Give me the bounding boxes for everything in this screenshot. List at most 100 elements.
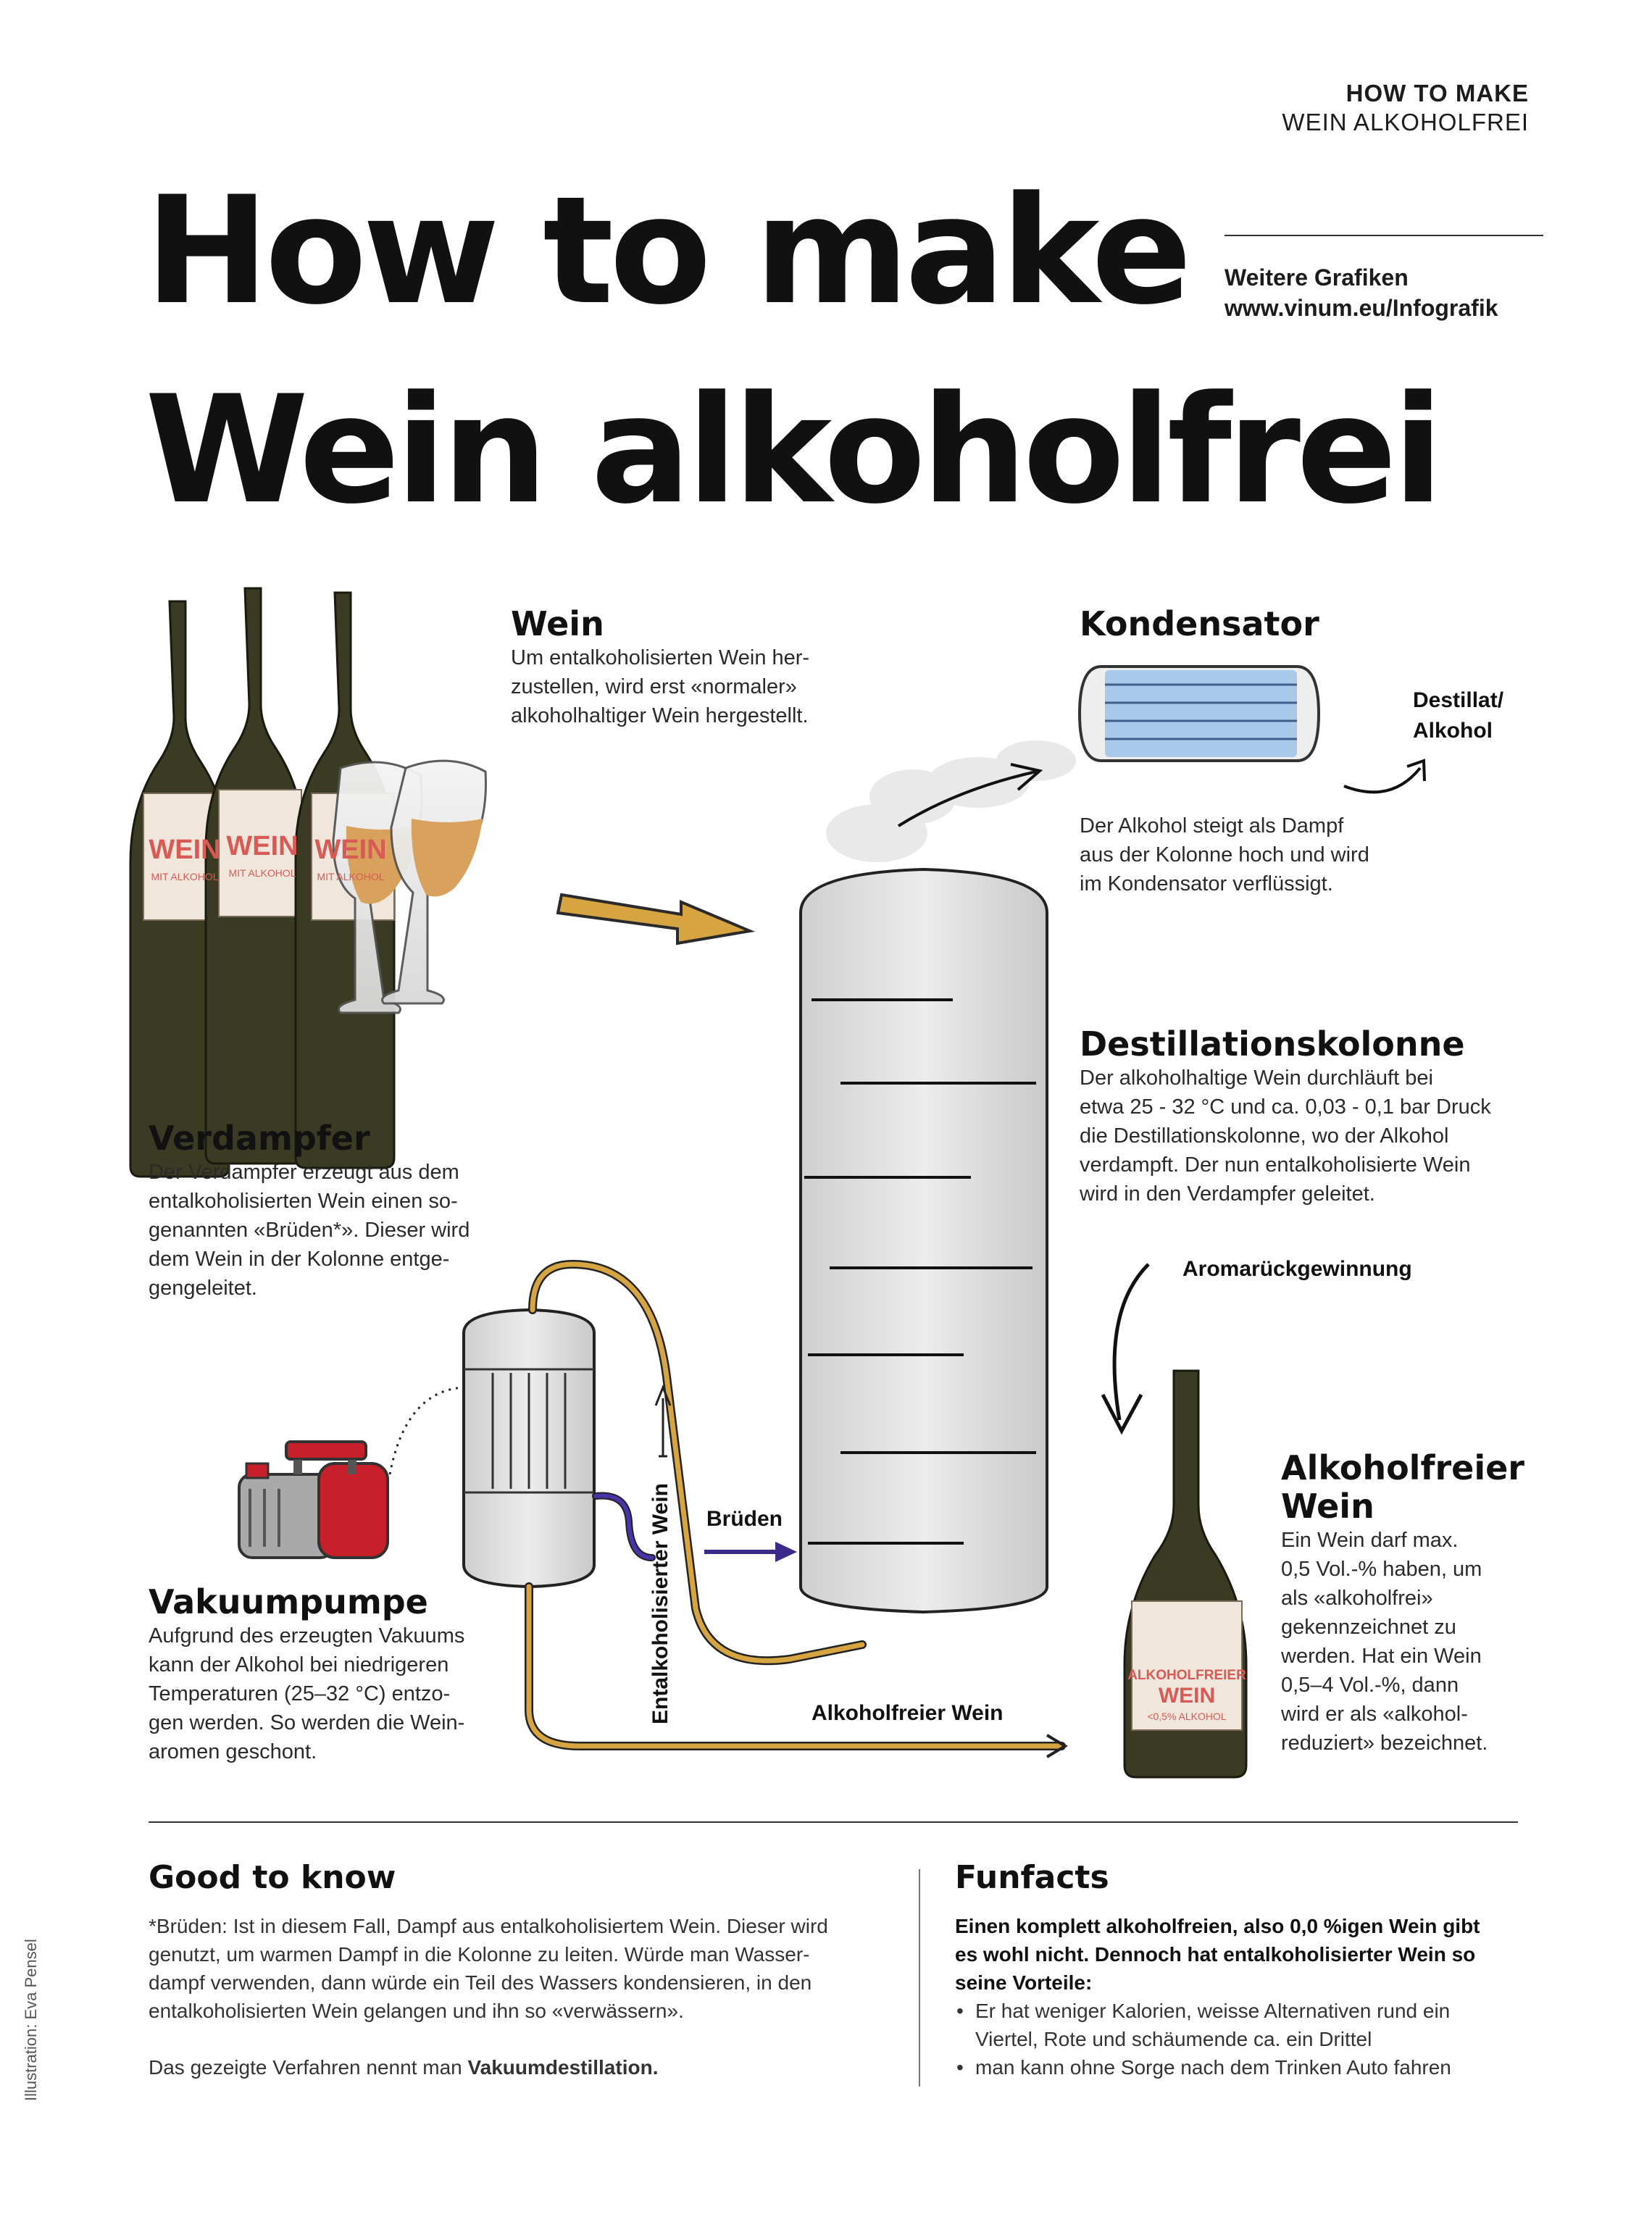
kicker-line-1: HOW TO MAKE: [1346, 80, 1529, 107]
alkoholfreier-line-1: Ein Wein darf max.: [1281, 1528, 1459, 1552]
illustration-credit: Illustration: Eva Pensel: [22, 1939, 40, 2101]
funfacts-section: Funfacts Einen komplett alkoholfreien, a…: [955, 1859, 1535, 2081]
bottle-3-sublabel: MIT ALKOHOL: [317, 871, 384, 882]
distillate-label-line-1: Destillat/: [1413, 688, 1504, 712]
page-title-line-2: Wein alkoholfrei: [145, 364, 1443, 537]
bottle-1-label: WEIN: [149, 835, 220, 865]
vakuumpumpe-heading: Vakuumpumpe: [149, 1582, 428, 1621]
vakuumpumpe-line-3: Temperaturen (25–32 °C) entzo-: [149, 1682, 451, 1705]
bottle-2-sublabel: MIT ALKOHOL: [228, 867, 296, 879]
aroma-recovery-arrow: [1112, 1263, 1150, 1421]
kondensator-line-2: aus der Kolonne hoch und wird: [1080, 843, 1369, 866]
wein-heading: Wein: [511, 604, 604, 643]
kolonne-line-5: wird in den Verdampfer geleitet.: [1080, 1182, 1375, 1206]
closing-bold: Vakuumdestillation.: [467, 2056, 659, 2079]
kolonne-line-3: die Destillationskolonne, wo der Alkohol: [1080, 1124, 1449, 1148]
wein-line-3: alkoholhaltiger Wein hergestellt.: [511, 703, 809, 727]
alkoholfreier-wein-section: Alkoholfreier Wein Ein Wein darf max. 0,…: [1281, 1449, 1556, 1758]
condenser: [1077, 665, 1321, 762]
alcohol-free-output-label: Alkoholfreier Wein: [812, 1701, 1004, 1725]
wine-bottle-2: [204, 587, 306, 1165]
kondensator-text: Der Alkohol steigt als Dampf aus der Kol…: [1080, 811, 1442, 898]
evaporator: [462, 1308, 596, 1589]
alkoholfreier-line-8: reduziert» bezeichnet.: [1281, 1731, 1488, 1755]
kolonne-line-4: verdampft. Der nun entalkoholisierte Wei…: [1080, 1153, 1471, 1177]
vacuum-pump: [238, 1440, 389, 1559]
alcohol-free-bottle-sublabel: <0,5% ALKOHOL: [1147, 1711, 1227, 1722]
bottle-2-label: WEIN: [226, 831, 298, 861]
bruden-label: Brüden: [706, 1507, 783, 1531]
alkoholfreier-line-7: wird er als «alkohol-: [1281, 1702, 1468, 1726]
funfacts-bold-2: es wohl nicht. Dennoch hat entalkoholisi…: [955, 1943, 1476, 1966]
verdampfer-line-5: gengeleitet.: [149, 1276, 257, 1300]
vakuumpumpe-line-4: gen werden. So werden die Wein-: [149, 1711, 465, 1734]
verdampfer-line-4: dem Wein in der Kolonne entge-: [149, 1247, 450, 1271]
pump-connection: [388, 1386, 464, 1475]
alcohol-free-bottle-label-2: WEIN: [1159, 1684, 1215, 1708]
alkoholfreier-line-4: gekennzeichnet zu: [1281, 1615, 1456, 1639]
kondensator-section: Kondensator: [1080, 605, 1442, 643]
good-to-know-line-4: entalkoholisierten Wein gelangen und ihn…: [149, 2000, 684, 2022]
more-graphics-label: Weitere Grafiken: [1225, 264, 1409, 291]
good-to-know-line-1: *Brüden: Ist in diesem Fall, Dampf aus e…: [149, 1915, 828, 1937]
more-graphics-link[interactable]: www.vinum.eu/Infografik: [1225, 295, 1498, 321]
header-divider: [1225, 235, 1543, 236]
funfacts-item-1-line-1: Er hat weniger Kalorien, weisse Alternat…: [975, 2000, 1451, 2022]
alkoholfreier-line-2: 0,5 Vol.-% haben, um: [1281, 1557, 1482, 1581]
good-to-know-line-3: dampf verwenden, dann würde ein Teil des…: [149, 1971, 812, 1994]
entalk-label: Entalkoholisierter Wein: [648, 1483, 672, 1724]
funfacts-bold-1: Einen komplett alkoholfreien, also 0,0 %…: [955, 1915, 1480, 1937]
alcohol-free-bottle-label-1: ALKOHOLFREIER: [1127, 1668, 1246, 1683]
alkoholfreier-heading-2: Wein: [1281, 1486, 1374, 1526]
wein-line-2: zustellen, wird erst «normaler»: [511, 675, 797, 698]
alkoholfreier-line-3: als «alkoholfrei»: [1281, 1586, 1433, 1610]
kolonne-line-2: etwa 25 - 32 °C und ca. 0,03 - 0,1 bar D…: [1080, 1095, 1491, 1119]
kondensator-line-3: im Kondensator verflüssigt.: [1080, 872, 1333, 895]
distillate-arrow: [1343, 767, 1422, 794]
kondensator-heading: Kondensator: [1080, 604, 1319, 643]
closing-prefix: Das gezeigte Verfahren nennt man: [149, 2056, 468, 2079]
distillate-label-line-2: Alkohol: [1413, 719, 1493, 743]
wine-bottles: [129, 587, 487, 1178]
funfacts-item-2: man kann ohne Sorge nach dem Trinken Aut…: [955, 2053, 1535, 2081]
funfacts-list: Er hat weniger Kalorien, weisse Alternat…: [955, 1997, 1535, 2081]
vapour-arrow: [897, 770, 1037, 827]
verdampfer-line-3: genannten «Brüden*». Dieser wird: [149, 1218, 470, 1242]
wine-glasses: [332, 759, 487, 1014]
kolonne-line-1: Der alkoholhaltige Wein durchläuft bei: [1080, 1066, 1433, 1090]
verdampfer-line-2: entalkoholisierten Wein einen so-: [149, 1189, 458, 1213]
alkoholfreier-line-5: werden. Hat ein Wein: [1281, 1644, 1482, 1668]
bottle-1-sublabel: MIT ALKOHOL: [151, 871, 218, 882]
funfacts-bold-3: seine Vorteile:: [955, 1971, 1093, 1994]
funfacts-heading: Funfacts: [955, 1859, 1109, 1896]
verdampfer-heading: Verdampfer: [149, 1119, 370, 1158]
good-to-know-line-2: genutzt, um warmen Dampf in die Kolonne …: [149, 1943, 810, 1966]
aroma-recovery-label: Aromarückgewinnung: [1182, 1257, 1412, 1281]
good-to-know-heading: Good to know: [149, 1859, 396, 1896]
alcohol-free-wine-bottle: [1123, 1369, 1248, 1779]
process-illustration: WEIN MIT ALKOHOL WEIN MIT ALKOHOL WEIN M…: [129, 587, 1426, 1779]
kolonne-heading: Destillationskolonne: [1080, 1024, 1465, 1064]
funfacts-item-1: Er hat weniger Kalorien, weisse Alternat…: [955, 1997, 1535, 2053]
alkoholfreier-heading-1: Alkoholfreier: [1281, 1448, 1524, 1487]
kolonne-section: Destillationskolonne Der alkoholhaltige …: [1080, 1025, 1543, 1208]
vakuumpumpe-line-5: aromen geschont.: [149, 1740, 317, 1763]
distillate-label: Destillat/ Alkohol: [1413, 685, 1503, 746]
column-divider: [919, 1869, 920, 2087]
good-to-know-section: Good to know *Brüden: Ist in diesem Fall…: [149, 1859, 895, 2081]
verdampfer-line-1: Der Verdampfer erzeugt aus dem: [149, 1160, 459, 1184]
wine-feed-arrow: [556, 893, 756, 945]
steam-cloud: [826, 740, 1076, 862]
vakuumpumpe-section: Vakuumpumpe Aufgrund des erzeugten Vakuu…: [149, 1583, 525, 1766]
wein-section: Wein Um entalkoholisierten Wein her- zus…: [511, 605, 917, 730]
bruden-pipe: [593, 1493, 654, 1560]
kicker-line-2: WEIN ALKOHOLFREI: [1282, 109, 1529, 135]
bottom-divider: [149, 1821, 1518, 1823]
funfacts-item-1-line-2: Viertel, Rote und schäumende ca. ein Dri…: [975, 2028, 1372, 2050]
vakuumpumpe-line-2: kann der Alkohol bei niedrigeren: [149, 1653, 449, 1676]
vakuumpumpe-line-1: Aufgrund des erzeugten Vakuums: [149, 1624, 465, 1648]
good-to-know-closing: Das gezeigte Verfahren nennt man Vakuumd…: [149, 2053, 895, 2081]
kondensator-line-1: Der Alkohol steigt als Dampf: [1080, 814, 1344, 838]
bottle-labels: WEIN MIT ALKOHOL WEIN MIT ALKOHOL WEIN M…: [149, 831, 1246, 1722]
wein-line-1: Um entalkoholisierten Wein her-: [511, 646, 810, 669]
